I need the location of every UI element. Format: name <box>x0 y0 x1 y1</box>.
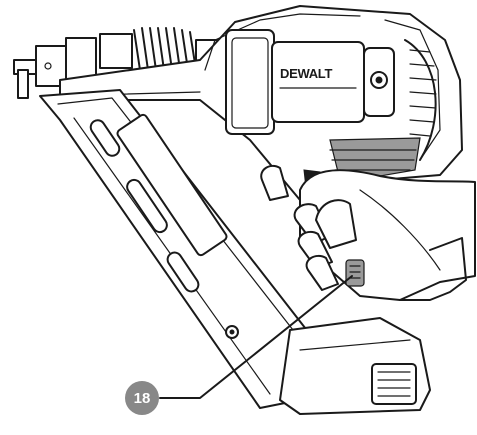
battery-release-button <box>345 259 365 287</box>
callout-18-badge <box>125 381 159 415</box>
brand-logo-text: DEWALT <box>280 66 332 81</box>
callout-18: 18 <box>125 275 353 415</box>
battery-pack <box>279 317 431 415</box>
brand-badge-panel: DEWALT <box>271 41 395 123</box>
hand-gripping-handle <box>293 169 476 301</box>
callout-18-label: 18 <box>134 390 151 407</box>
